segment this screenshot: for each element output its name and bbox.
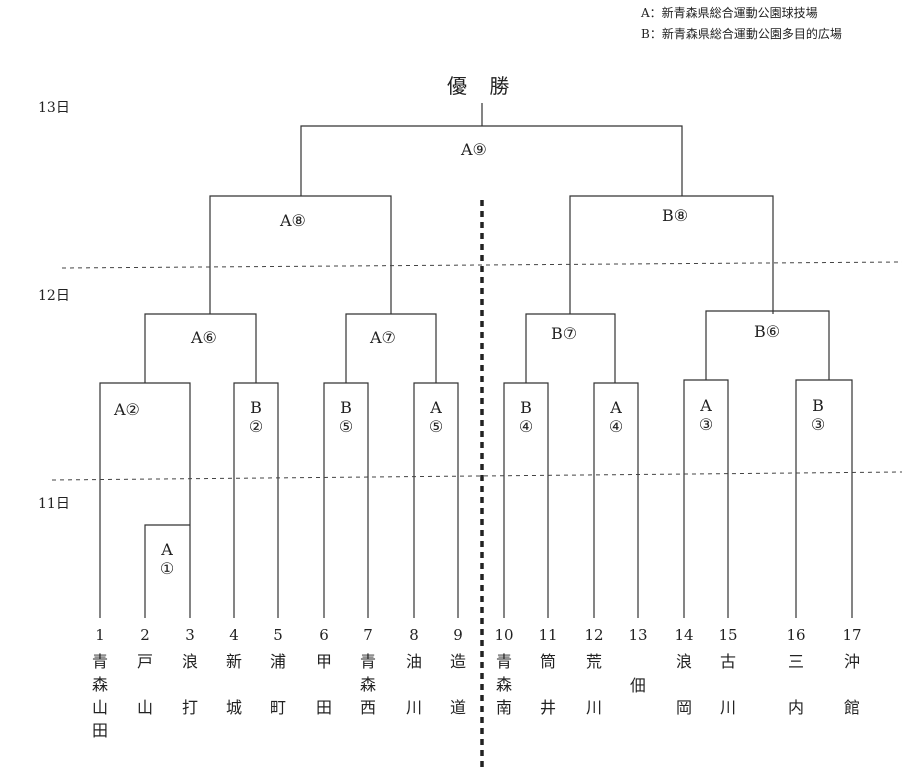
legend-venue-a: A：新青森県総合運動公園球技場 — [641, 6, 818, 20]
bracket-line-final — [300, 125, 683, 196]
legend-venue-b: B：新青森県総合運動公園多目的広場 — [641, 27, 842, 41]
team-number: 17 — [842, 626, 862, 644]
bracket-line-b8 — [569, 195, 774, 314]
team-number: 15 — [718, 626, 738, 644]
match-label-final: A⑨ — [461, 140, 487, 159]
bracket-line-a7 — [345, 313, 437, 383]
bracket-line-b5 — [323, 382, 369, 618]
team-number: 4 — [229, 626, 239, 644]
team-number: 5 — [273, 626, 283, 644]
team-number: 13 — [628, 626, 648, 644]
match-label-a6: A⑥ — [191, 328, 217, 347]
team-number: 12 — [584, 626, 604, 644]
bracket-line-a5 — [413, 382, 459, 618]
team-number: 6 — [319, 626, 329, 644]
team-number: 14 — [674, 626, 694, 644]
team-number: 3 — [185, 626, 195, 644]
match-label-a2: A② — [114, 400, 140, 419]
team-number: 7 — [363, 626, 373, 644]
match-label-a8: A⑧ — [280, 211, 306, 230]
day-label-11: 11日 — [38, 496, 70, 512]
team-number: 1 — [95, 626, 105, 644]
bracket-line-a3 — [683, 379, 729, 618]
day-divider-11 — [51, 471, 903, 481]
team-number: 11 — [538, 626, 558, 644]
day-label-12: 12日 — [38, 288, 70, 304]
bracket-line-a1 — [144, 524, 190, 618]
match-label-a7: A⑦ — [370, 328, 396, 347]
bracket-line-a8 — [209, 195, 392, 314]
bracket-line-b4 — [503, 382, 549, 618]
team-number: 16 — [786, 626, 806, 644]
match-label-b7: B⑦ — [551, 324, 578, 343]
team-number: 10 — [494, 626, 514, 644]
team-number: 2 — [140, 626, 150, 644]
bracket-line-a4 — [593, 382, 639, 618]
bracket-line-b7 — [525, 313, 616, 383]
match-label-b8: B⑧ — [662, 206, 689, 225]
day-label-13: 13日 — [38, 100, 70, 116]
team-number: 8 — [409, 626, 419, 644]
team-number: 9 — [453, 626, 463, 644]
champion-title: 優 勝 — [447, 74, 518, 98]
bracket-line-a6 — [144, 313, 257, 383]
match-label-b6: B⑥ — [754, 322, 781, 341]
bracket-line-a2 — [99, 382, 191, 618]
bracket-line-b6 — [705, 310, 830, 380]
bracket-line-b2 — [233, 382, 279, 618]
bracket-line-b3 — [795, 379, 853, 618]
